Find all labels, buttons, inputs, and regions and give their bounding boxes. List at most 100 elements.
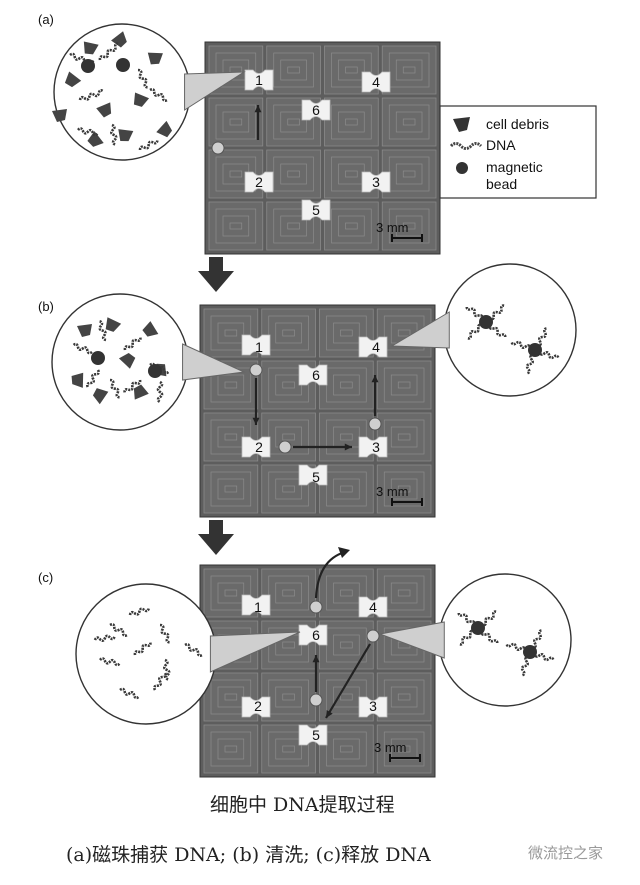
chip-cell-ring	[402, 118, 416, 126]
magnified-view	[51, 293, 189, 431]
chamber-label: 6	[312, 102, 320, 118]
chip-cell-ring	[388, 208, 430, 244]
chamber	[244, 69, 274, 91]
magnified-view	[443, 263, 577, 397]
scale-label: 3 mm	[374, 740, 407, 755]
arrow-head-icon	[252, 417, 260, 425]
dna-icon	[110, 123, 118, 146]
chamber-labels: 1 2 3 4 5 6	[254, 599, 377, 743]
chip-cell-ring	[402, 66, 416, 74]
chip-cell-ring	[268, 367, 309, 403]
chip-cell-ring	[345, 66, 358, 74]
chip-cell-ring	[210, 419, 252, 455]
chip-cell-ring	[282, 329, 295, 337]
cell-debris-icon	[142, 321, 159, 337]
chip-cell-ring	[333, 322, 360, 344]
legend-label: bead	[486, 176, 517, 192]
cell-debris-icon	[105, 317, 122, 332]
diagram-graphics	[51, 23, 577, 762]
chip-cell-ring	[282, 433, 295, 441]
chip-cell-ring	[224, 745, 238, 753]
chip-cell	[319, 464, 374, 514]
chamber-label: 2	[255, 174, 263, 190]
chip-cell-ring	[340, 433, 353, 441]
chip-cell-ring	[215, 208, 257, 244]
dna-icon	[78, 89, 105, 101]
chip-cell	[381, 97, 437, 147]
chip-cell-ring	[326, 731, 367, 767]
chip-cell-ring	[229, 222, 243, 230]
magnifier-pointer	[184, 71, 246, 111]
dna-icon	[133, 641, 152, 656]
chip-cell-ring	[383, 367, 425, 403]
chip-cell-ring	[210, 731, 252, 767]
chip-cell-ring	[390, 426, 418, 448]
dna-icon	[69, 52, 95, 65]
chip	[199, 304, 436, 518]
dna-icon	[525, 349, 538, 375]
arrow-head-icon	[312, 655, 320, 663]
dna-icon	[466, 321, 488, 340]
chip-cell	[203, 464, 259, 514]
magnifier-pointer	[209, 631, 301, 673]
dna-icon	[72, 342, 93, 355]
chamber-label: 5	[312, 469, 320, 485]
chip-cell-ring	[383, 471, 425, 507]
cell-debris-icon	[453, 117, 470, 132]
chip-cell	[324, 97, 379, 147]
chip-cell-ring	[287, 222, 300, 230]
chip-cell-ring	[395, 163, 423, 185]
scale-label: 3 mm	[376, 220, 409, 235]
chip-cell-ring	[338, 215, 365, 237]
chamber	[358, 696, 388, 718]
dna-icon	[184, 643, 203, 657]
chip-cell	[376, 360, 432, 410]
chamber	[358, 596, 388, 618]
magnetic-bead-icon	[368, 417, 382, 431]
chip-cell-ring	[224, 693, 238, 701]
chip-cell-ring	[217, 738, 245, 760]
chip-cell	[261, 308, 316, 358]
chip-cell-ring	[273, 208, 314, 244]
chip-cell-ring	[397, 589, 411, 597]
chip-cell-ring	[275, 738, 302, 760]
dna-icon	[534, 347, 560, 360]
chip-cell-ring	[333, 582, 360, 604]
arrow-head-icon	[326, 710, 333, 718]
chip-cell-ring	[275, 322, 302, 344]
dna-icon	[98, 319, 107, 342]
chamber-label: 1	[255, 72, 263, 88]
panel-label: (b)	[38, 299, 54, 314]
chip-cell	[266, 45, 321, 95]
dna-icon	[528, 629, 543, 653]
chip-cell-ring	[333, 374, 360, 396]
chip-cell-ring	[273, 104, 314, 140]
cell-debris-icon	[133, 384, 149, 400]
chip-cell-ring	[340, 693, 353, 701]
chip-cell-ring	[397, 433, 411, 441]
chip-cell	[266, 149, 321, 199]
chamber-label: 2	[255, 439, 263, 455]
chip-cell-ring	[273, 156, 314, 192]
chamber	[241, 696, 271, 718]
chip-cell-ring	[340, 381, 353, 389]
chip-cell-ring	[210, 679, 252, 715]
chamber-label: 5	[312, 202, 320, 218]
watermark: 微流控之家	[528, 844, 604, 862]
chip-cell-ring	[397, 381, 411, 389]
chamber-label: 4	[369, 599, 377, 615]
panel-label: (a)	[38, 12, 54, 27]
down-arrow-icon	[198, 520, 234, 555]
chamber	[241, 334, 271, 356]
magnetic-bead-icon	[471, 621, 485, 635]
chip-cell-ring	[331, 52, 372, 88]
chip-cell-ring	[395, 59, 423, 81]
chip-cell-ring	[390, 478, 418, 500]
chamber	[361, 171, 391, 193]
chip-cell-ring	[280, 59, 307, 81]
chamber	[301, 199, 331, 221]
dna-icon	[128, 607, 151, 616]
dna-icon	[159, 623, 171, 644]
magnetic-bead-icon	[528, 343, 542, 357]
